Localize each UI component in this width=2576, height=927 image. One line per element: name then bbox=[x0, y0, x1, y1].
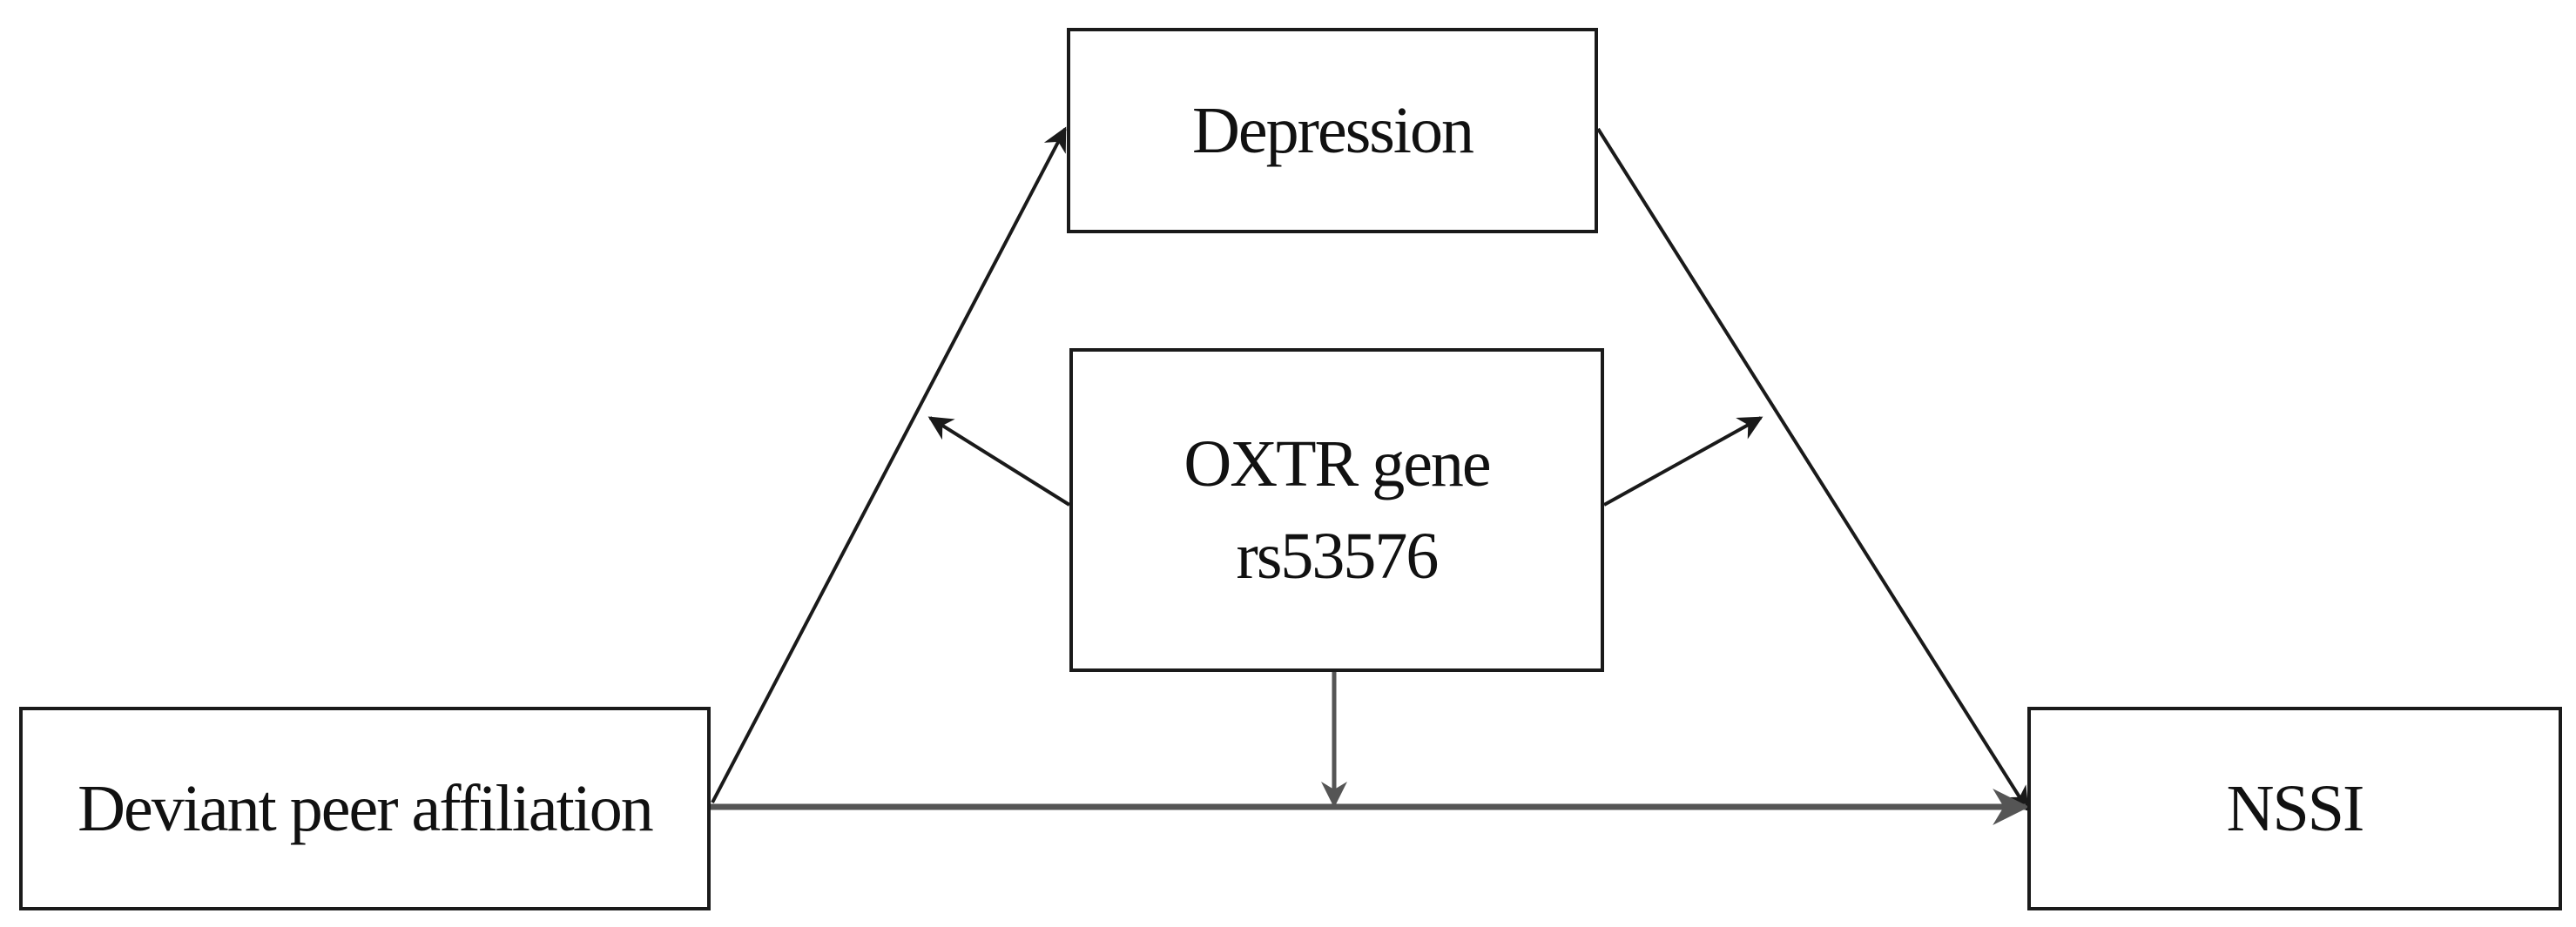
nssi-label: NSSI bbox=[2226, 771, 2365, 845]
deviant-peer-affiliation-box: Deviant peer affiliation bbox=[19, 707, 711, 910]
oxtr-gene-box: OXTR gene rs53576 bbox=[1069, 348, 1604, 672]
oxtr-gene-label: OXTR gene bbox=[1183, 427, 1491, 500]
nssi-box: NSSI bbox=[2027, 707, 2562, 910]
arrow-depression-to-nssi bbox=[1596, 127, 2029, 812]
deviant-peer-affiliation-label: Deviant peer affiliation bbox=[78, 771, 654, 845]
arrow-moderator-to-b-path bbox=[1603, 416, 1763, 507]
rs53576-label: rs53576 bbox=[1236, 520, 1440, 593]
depression-box: Depression bbox=[1067, 28, 1598, 233]
arrow-predictor-to-depression bbox=[711, 126, 1067, 803]
depression-label: Depression bbox=[1192, 93, 1474, 167]
arrow-moderator-to-a-path bbox=[927, 416, 1071, 507]
